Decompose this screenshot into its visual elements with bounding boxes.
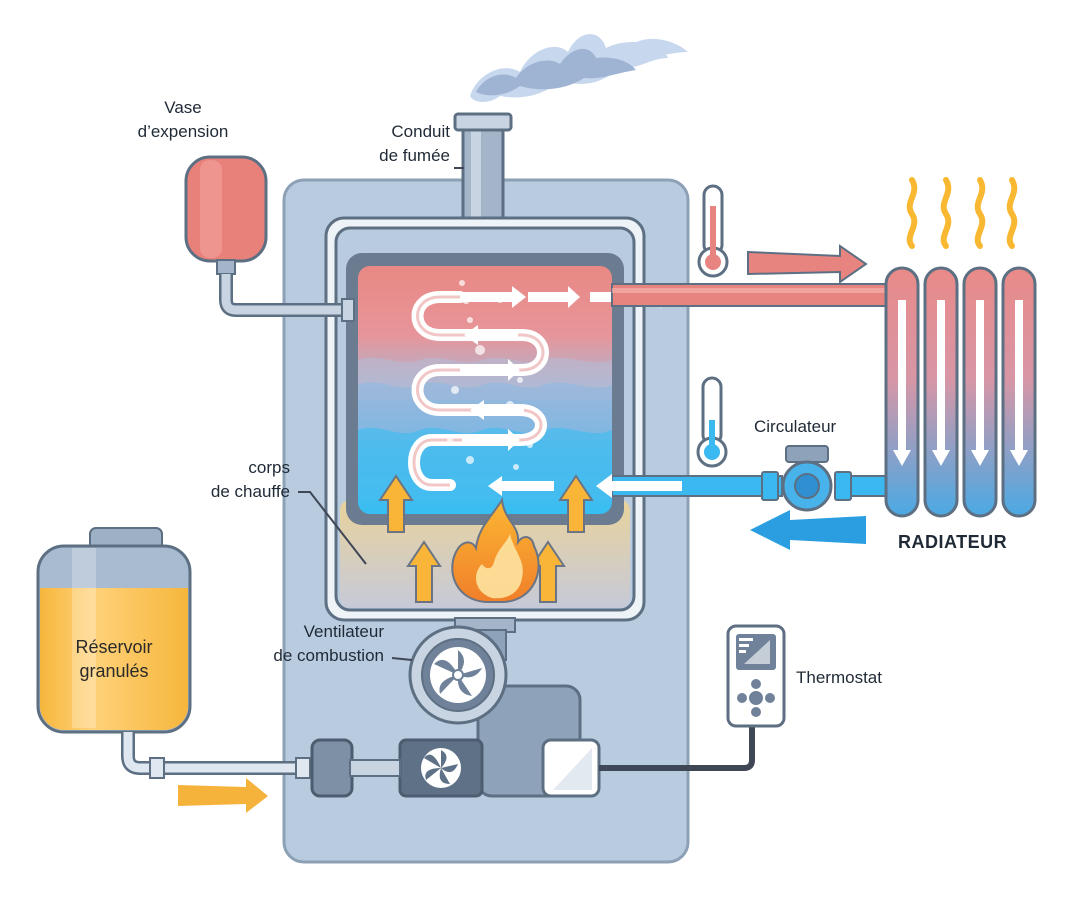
pellet-tank-label-line1: Réservoir — [75, 637, 153, 657]
flue-label-line1: Conduit — [391, 122, 450, 141]
pellet-tank-label: Réservoir granulés — [40, 635, 188, 683]
flow-arrows — [460, 286, 676, 496]
expansion-vessel-label-line1: Vase — [164, 98, 202, 117]
smoke-icon — [470, 34, 688, 102]
thermostat-label: Thermostat — [796, 668, 882, 687]
expansion-vessel-label: Vase d’expension — [118, 96, 248, 144]
fan-icon — [434, 650, 482, 696]
expansion-vessel-label-line2: d’expension — [137, 122, 229, 141]
heating-body-label-line1: corps — [248, 458, 290, 477]
thermometer-hot-icon — [697, 184, 729, 278]
flue-label: Conduit de fumée — [330, 120, 450, 168]
radiator-label: RADIATEUR — [898, 532, 1008, 552]
leader-lines — [298, 167, 464, 661]
pellet-tank — [36, 527, 192, 734]
fan-label: Ventilateur de combustion — [222, 620, 384, 668]
pellet-tank-label-line2: granulés — [79, 661, 149, 681]
radiator — [884, 266, 1037, 518]
heating-body-label: corps de chauffe — [170, 456, 290, 504]
circulator-pump — [761, 445, 852, 512]
circulator-label: Circulateur — [754, 417, 837, 436]
hot-flow-arrow — [747, 244, 868, 284]
flue-label-line2: de fumée — [379, 146, 450, 165]
control-box — [541, 738, 601, 798]
hot-air-arrows — [378, 474, 594, 603]
fan-label-line1: Ventilateur — [303, 622, 384, 641]
heat-waves-icon — [906, 177, 1018, 249]
pellet-flow-arrow — [178, 778, 268, 813]
expansion-vessel — [184, 155, 355, 322]
return-flow-arrow — [750, 510, 866, 550]
flame-icon — [451, 496, 540, 603]
thermometer-cold-icon — [696, 376, 728, 468]
heating-body-label-line2: de chauffe — [210, 482, 290, 501]
cold-return-pipe — [596, 474, 916, 498]
pellet-feed-pipe — [121, 732, 401, 798]
thermostat-icon — [726, 624, 786, 728]
fan-label-line2: de combustion — [273, 646, 384, 665]
pellet-feeder — [398, 738, 484, 798]
bubbles — [447, 280, 533, 470]
hot-water-pipe — [611, 283, 913, 307]
